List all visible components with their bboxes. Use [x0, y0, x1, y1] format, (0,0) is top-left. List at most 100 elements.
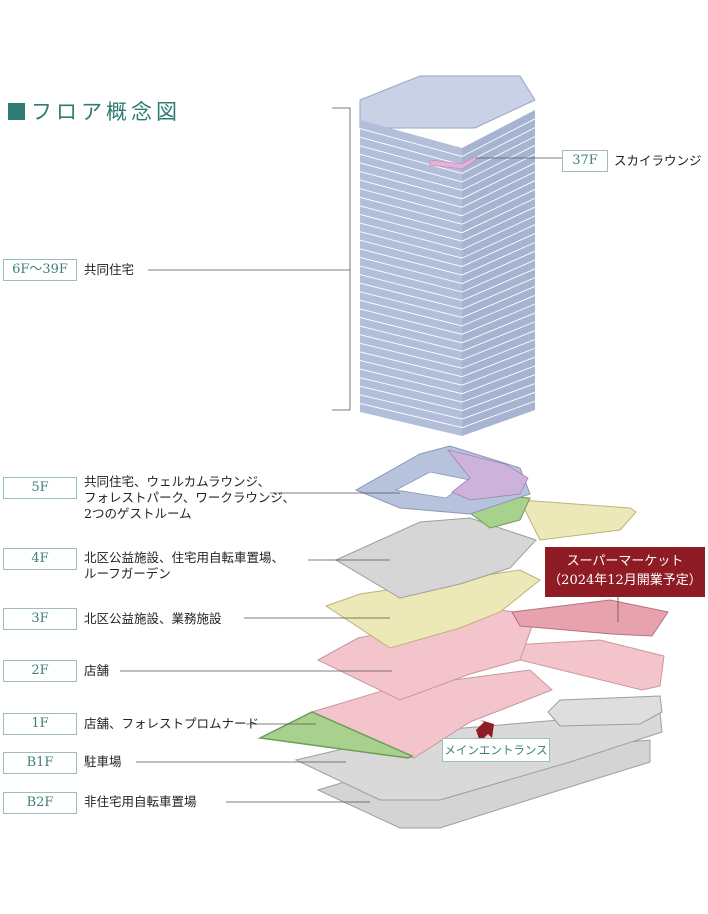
supermarket-title: スーパーマーケット — [566, 554, 684, 569]
tower-floor-line — [461, 224, 536, 259]
tower-floor-line — [461, 180, 536, 217]
floor-desc-1f: 店舗、フォレストプロムナード — [84, 716, 260, 731]
tower-roof — [359, 75, 536, 129]
tower-floor-line — [359, 153, 463, 183]
supermarket-plate — [511, 599, 669, 637]
tower-floor-line — [359, 136, 463, 166]
tower-floor-line — [461, 206, 536, 242]
floor-plate-1f-right — [547, 695, 663, 727]
tower-floor-line — [359, 256, 463, 284]
floor-label-4f: 4F — [3, 548, 77, 570]
floor-desc-4f-line: ルーフガーデン — [84, 566, 171, 581]
tower-floor-line — [359, 308, 463, 335]
tower-floor-line — [461, 233, 536, 267]
tower-floor-line — [461, 171, 536, 208]
diagram-title: フロア概念図 — [8, 96, 181, 126]
tower-floor-line — [461, 268, 536, 301]
tower-floor-line — [359, 188, 463, 217]
forest-promenade — [257, 711, 414, 759]
tower-floor-line — [461, 356, 536, 386]
tower-floor-line — [359, 248, 463, 276]
tower-floor-line — [359, 128, 463, 157]
tower-floor-line — [359, 334, 463, 361]
tower-floor-line — [461, 330, 536, 361]
tower-floor-line — [359, 196, 463, 225]
tower-floor-line — [359, 205, 463, 234]
tower-front-face — [360, 120, 462, 436]
tower-floor-line — [359, 360, 463, 386]
tower-floor-line — [359, 239, 463, 268]
floor-label-6-39f: 6F～39F — [3, 259, 77, 281]
tower-floor-line — [359, 385, 463, 412]
floor-label-2f: 2F — [3, 660, 77, 682]
tower-floor-line — [461, 259, 536, 293]
sky-lounge-band — [429, 155, 477, 170]
tower-floor-line — [359, 377, 463, 403]
floor-desc-5f: 共同住宅、ウェルカムラウンジ、 フォレストパーク、ワークラウンジ、 2つのゲスト… — [84, 474, 295, 522]
tower-floor-line — [461, 250, 536, 284]
tower-floor-line — [359, 394, 463, 420]
tower-floor-line — [359, 351, 463, 378]
tower-floor-line — [461, 215, 536, 251]
tower-floor-line — [359, 162, 463, 191]
tower-floor-line — [359, 214, 463, 242]
entrance-arrow-icon — [476, 720, 494, 742]
tower-floor-line — [461, 365, 536, 395]
tower-floor-line — [461, 312, 536, 344]
tower-floor-line — [461, 241, 536, 276]
tower-floor-line — [359, 179, 463, 208]
tower-floor-line — [359, 325, 463, 352]
tower-floor-line — [461, 118, 536, 157]
tower-floor-line — [359, 402, 463, 428]
tower-floor-line — [461, 189, 536, 225]
tower-floor-line — [461, 286, 536, 318]
tower-floor-line — [461, 197, 536, 234]
tower-floor-line — [359, 265, 463, 293]
floor-5f-purple-rooms — [446, 449, 529, 501]
tower-floor-line — [359, 222, 463, 251]
tower-floor-line — [359, 342, 463, 369]
floor-label-b2f: B2F — [3, 792, 77, 814]
floor-desc-5f-line: フォレストパーク、ワークラウンジ、 — [84, 490, 296, 505]
tower-floor-line — [461, 153, 536, 191]
tower-floor-lines — [359, 118, 536, 428]
floor-label-5f: 5F — [3, 477, 77, 499]
tower-floor-line — [359, 145, 463, 174]
floor-label-3f: 3F — [3, 608, 77, 630]
tower-floor-line — [359, 274, 463, 301]
residential-tower — [359, 75, 536, 436]
tower-floor-line — [359, 282, 463, 310]
floor-desc-5f-line: 共同住宅、ウェルカムラウンジ、 — [84, 474, 271, 489]
tower-floor-line — [359, 171, 463, 200]
floor-desc-4f: 北区公益施設、住宅用自転車置場、 ルーフガーデン — [84, 550, 284, 582]
floor-label-b1f: B1F — [3, 752, 77, 774]
tower-floor-line — [461, 347, 536, 378]
floor-label-1f: 1F — [3, 713, 77, 735]
tower-floor-line — [359, 368, 463, 395]
title-square-icon — [8, 102, 25, 120]
floor-desc-6-39f: 共同住宅 — [84, 262, 135, 277]
floor-desc-5f-line: 2つのゲストルーム — [84, 506, 192, 521]
tower-floor-line — [461, 294, 536, 327]
supermarket-opening-note: （2024年12月開業予定） — [548, 573, 702, 588]
tower-floor-line — [461, 144, 536, 183]
floor-plate-4f — [334, 517, 537, 599]
floor-desc-2f: 店舗 — [84, 663, 110, 678]
tower-floor-line — [461, 338, 536, 369]
tower-floor-line — [461, 391, 536, 420]
floor-plate-4f-right — [519, 499, 637, 541]
tower-floor-line — [461, 383, 536, 412]
tower-floor-line — [461, 321, 536, 352]
tower-floor-line — [461, 162, 536, 200]
tower-floor-line — [461, 303, 536, 335]
tower-floor-line — [461, 136, 536, 174]
floor-desc-4f-line: 北区公益施設、住宅用自転車置場、 — [84, 550, 285, 565]
tower-floor-line — [359, 231, 463, 259]
floor-desc-3f: 北区公益施設、業務施設 — [84, 611, 222, 626]
floor-desc-b1f: 駐車場 — [84, 754, 122, 769]
leader-lines — [120, 107, 619, 803]
floor-desc-37f: スカイラウンジ — [614, 153, 702, 168]
tower-floor-line — [359, 299, 463, 327]
